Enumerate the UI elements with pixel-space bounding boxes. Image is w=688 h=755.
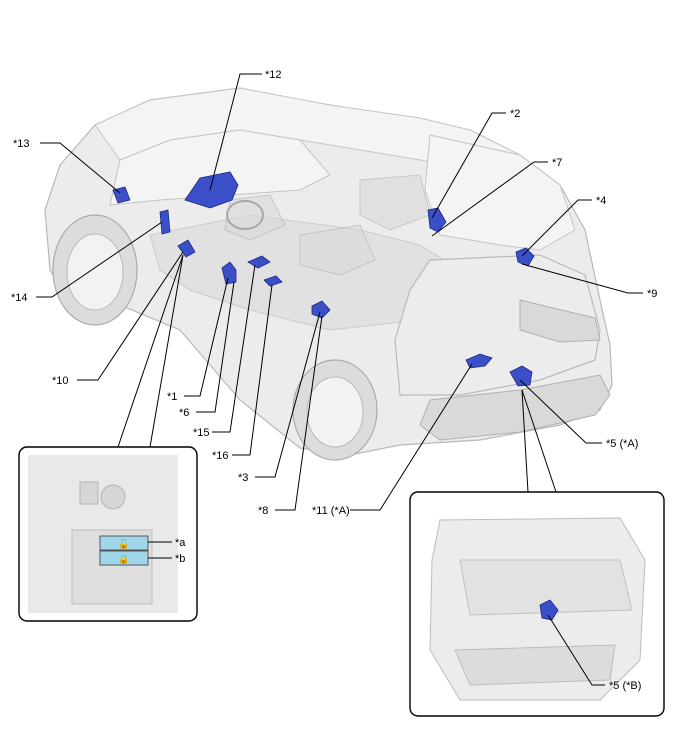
- component-1: [221, 261, 237, 285]
- callout-b: *b: [175, 553, 185, 565]
- callout-10: *10: [52, 375, 69, 387]
- inset-door-switch: 🔓 🔒: [18, 446, 198, 622]
- callout-12: *12: [265, 69, 282, 81]
- component-16: [263, 275, 283, 287]
- callout-3: *3: [238, 472, 248, 484]
- callout-1: *1: [167, 391, 177, 403]
- component-2: [427, 207, 447, 233]
- callout-a: *a: [175, 537, 186, 549]
- inset-rear-view: [409, 491, 665, 717]
- component-12: [184, 171, 239, 209]
- callout-13: *13: [13, 138, 30, 150]
- component-4: [515, 247, 535, 267]
- callout-14: *14: [11, 292, 28, 304]
- callout-8: *8: [258, 505, 268, 517]
- svg-text:🔓: 🔓: [118, 538, 129, 549]
- component-11: [465, 353, 493, 369]
- components: [112, 171, 535, 387]
- component-3: [311, 300, 331, 319]
- callout-16: *16: [212, 450, 229, 462]
- callout-6: *6: [179, 407, 189, 419]
- callout-11a: *11 (*A): [312, 505, 350, 517]
- component-5: [509, 365, 533, 387]
- callout-7: *7: [552, 157, 562, 169]
- callout-4: *4: [596, 195, 606, 207]
- callout-5b: *5 (*B): [609, 680, 641, 692]
- leader-lines: [36, 73, 643, 511]
- callout-15: *15: [193, 427, 210, 439]
- callout-9: *9: [647, 288, 657, 300]
- component-14: [159, 209, 171, 235]
- component-5-rear: [539, 599, 559, 621]
- callout-labels: *12 *13 *14 *10 *1 *6 *15 *16 *3 *8 *11 …: [11, 69, 657, 692]
- callout-2: *2: [510, 108, 520, 120]
- lock-switch-a: [99, 535, 149, 551]
- callout-5a: *5 (*A): [606, 438, 638, 450]
- svg-text:🔒: 🔒: [118, 554, 129, 564]
- component-10: [177, 239, 196, 258]
